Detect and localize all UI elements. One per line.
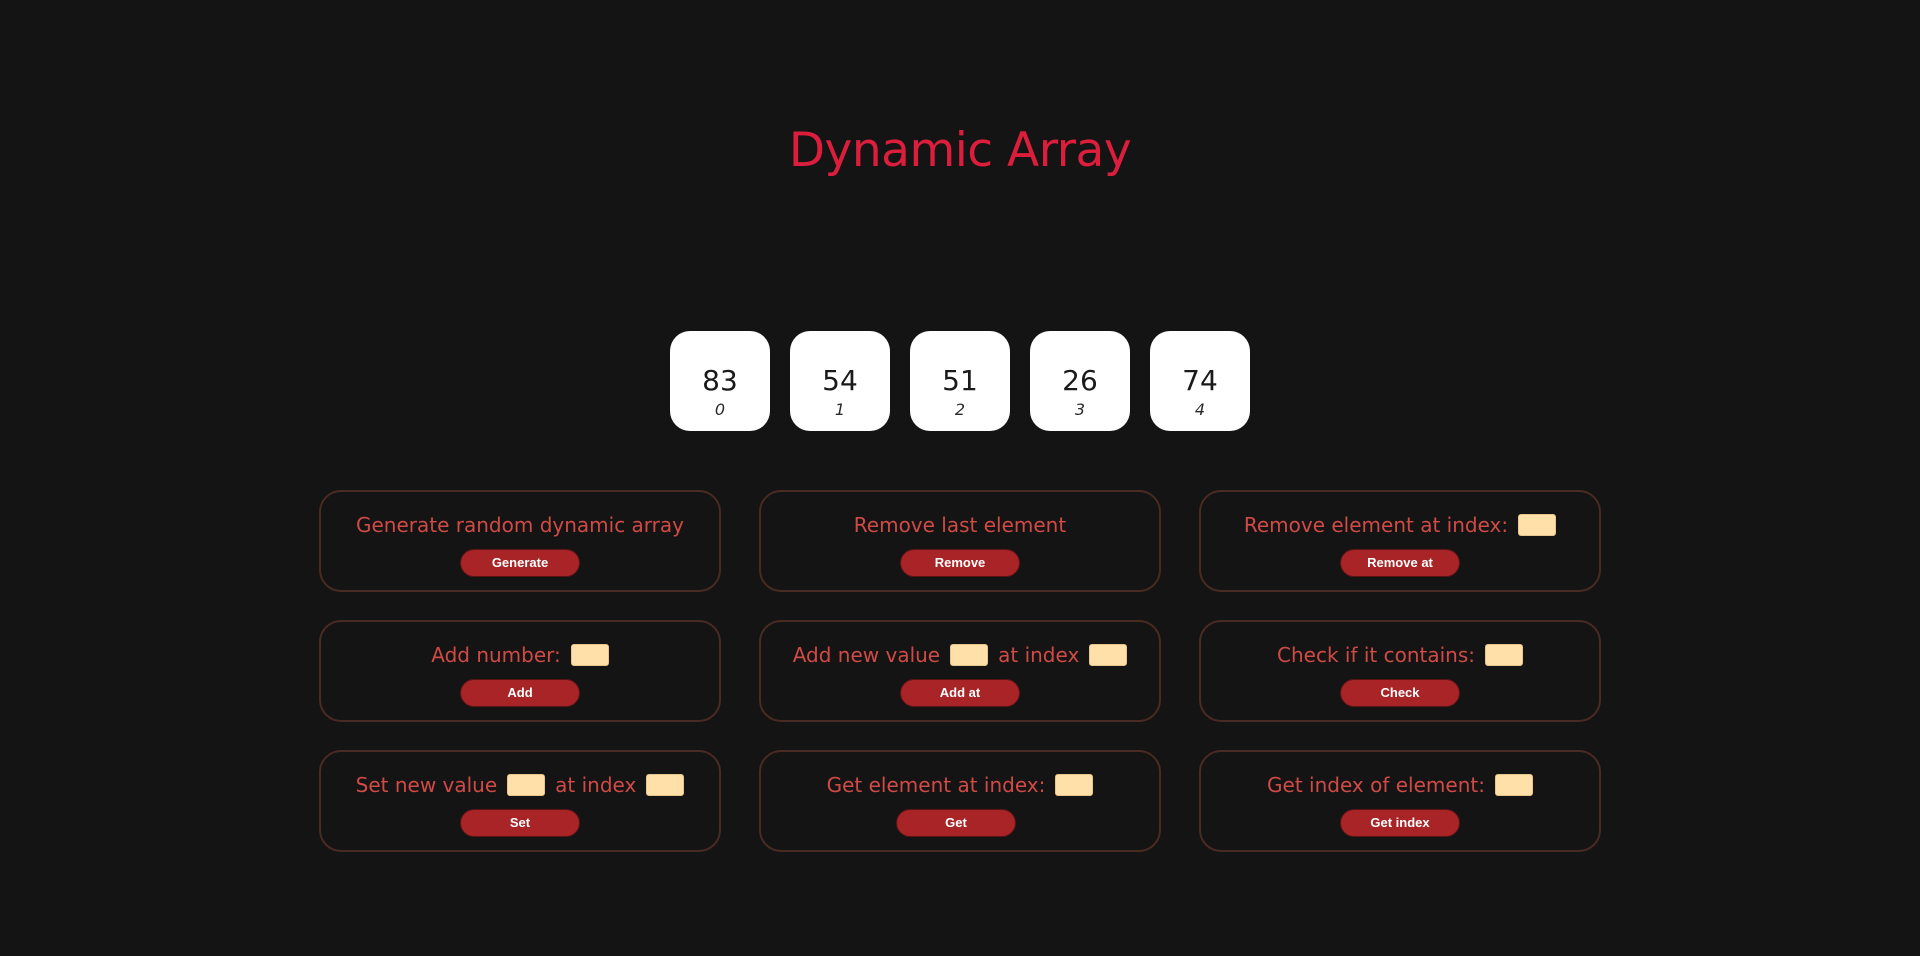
remove-last-label: Remove last element	[853, 513, 1067, 537]
get-index-label: Get index of element:	[1267, 773, 1485, 797]
add-at-index-input[interactable]	[1089, 644, 1128, 666]
array-cell-value: 83	[702, 364, 738, 397]
contains-value-input[interactable]	[1485, 644, 1523, 666]
add-at-value-label: Add new value	[792, 643, 941, 667]
array-cell: 26 3	[1030, 331, 1130, 431]
get-card: Get element at index: Get	[759, 750, 1161, 852]
add-card: Add number: Add	[319, 620, 721, 722]
check-button[interactable]: Check	[1340, 679, 1460, 707]
add-at-card: Add new value at index Add at	[759, 620, 1161, 722]
add-number-input[interactable]	[570, 644, 609, 666]
array-cell-value: 51	[942, 364, 978, 397]
set-button[interactable]: Set	[460, 809, 580, 837]
remove-at-button[interactable]: Remove at	[1340, 549, 1460, 577]
array-cell: 54 1	[790, 331, 890, 431]
remove-button[interactable]: Remove	[900, 549, 1020, 577]
array-display: 83 0 54 1 51 2 26 3 74 4	[670, 331, 1250, 431]
generate-card: Generate random dynamic array Generate	[319, 490, 721, 592]
get-index-value-input[interactable]	[1494, 774, 1533, 796]
set-value-label: Set new value	[355, 773, 498, 797]
array-cell-index: 4	[1194, 400, 1206, 419]
array-cell-index: 3	[1074, 400, 1086, 419]
array-cell-index: 0	[714, 400, 726, 419]
controls-grid: Generate random dynamic array Generate R…	[319, 490, 1601, 852]
page-title: Dynamic Array	[788, 123, 1132, 178]
add-at-index-label: at index	[998, 643, 1080, 667]
set-index-label: at index	[555, 773, 637, 797]
generate-button[interactable]: Generate	[460, 549, 580, 577]
add-label: Add number:	[431, 643, 561, 667]
remove-at-index-input[interactable]	[1518, 514, 1557, 536]
get-index-input[interactable]	[1055, 774, 1094, 796]
contains-card: Check if it contains: Check	[1199, 620, 1601, 722]
add-button[interactable]: Add	[460, 679, 580, 707]
get-index-card: Get index of element: Get index	[1199, 750, 1601, 852]
array-cell-index: 1	[834, 400, 846, 419]
generate-label: Generate random dynamic array	[356, 513, 684, 537]
get-index-button[interactable]: Get index	[1340, 809, 1460, 837]
get-button[interactable]: Get	[896, 809, 1016, 837]
get-label: Get element at index:	[826, 773, 1046, 797]
array-cell: 51 2	[910, 331, 1010, 431]
array-cell: 83 0	[670, 331, 770, 431]
set-card: Set new value at index Set	[319, 750, 721, 852]
add-at-button[interactable]: Add at	[900, 679, 1020, 707]
array-cell-value: 74	[1182, 364, 1218, 397]
add-at-value-input[interactable]	[950, 644, 989, 666]
remove-at-label: Remove element at index:	[1243, 513, 1509, 537]
array-cell-value: 54	[822, 364, 858, 397]
set-value-input[interactable]	[507, 774, 546, 796]
contains-label: Check if it contains:	[1277, 643, 1475, 667]
array-cell: 74 4	[1150, 331, 1250, 431]
array-cell-value: 26	[1062, 364, 1098, 397]
set-index-input[interactable]	[646, 774, 685, 796]
remove-at-card: Remove element at index: Remove at	[1199, 490, 1601, 592]
remove-last-card: Remove last element Remove	[759, 490, 1161, 592]
array-cell-index: 2	[954, 400, 966, 419]
